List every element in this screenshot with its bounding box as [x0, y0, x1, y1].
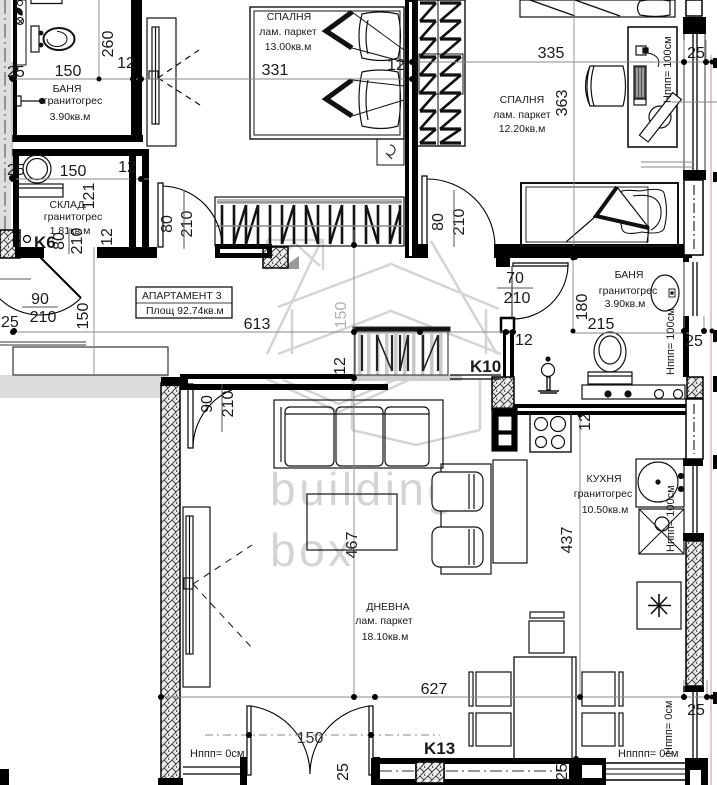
svg-text:12: 12	[118, 159, 136, 176]
svg-text:СПАЛНЯ: СПАЛНЯ	[500, 94, 544, 106]
svg-text:лам. паркет: лам. паркет	[493, 109, 551, 121]
svg-text:437: 437	[559, 527, 576, 554]
svg-text:Нппп= 100см: Нппп= 100см	[665, 485, 677, 552]
svg-text:АПАРТАМЕНТ 3: АПАРТАМЕНТ 3	[142, 290, 222, 302]
svg-text:СКЛАД: СКЛАД	[49, 199, 84, 211]
svg-text:613: 613	[244, 316, 271, 333]
svg-text:12: 12	[332, 357, 349, 375]
svg-text:210: 210	[30, 309, 57, 326]
svg-text:467: 467	[344, 532, 361, 559]
svg-text:Нппп= 100см: Нппп= 100см	[665, 308, 677, 375]
svg-text:150: 150	[297, 730, 324, 747]
svg-text:210: 210	[69, 228, 86, 255]
svg-text:Площ 92.74кв.м: Площ 92.74кв.м	[146, 305, 224, 317]
svg-text:335: 335	[538, 45, 565, 62]
svg-text:215: 215	[588, 316, 615, 333]
svg-text:331: 331	[262, 62, 289, 79]
svg-text:260: 260	[100, 31, 117, 58]
svg-text:25: 25	[687, 702, 705, 719]
svg-text:гранитогрес: гранитогрес	[599, 285, 657, 297]
svg-text:25: 25	[7, 64, 25, 81]
svg-text:25: 25	[335, 763, 352, 781]
svg-text:лам. паркет: лам. паркет	[355, 615, 413, 627]
svg-text:гранитогрес: гранитогрес	[574, 488, 632, 500]
svg-text:10.50кв.м: 10.50кв.м	[582, 504, 629, 516]
svg-text:Нппп= 0см: Нппп= 0см	[190, 748, 244, 760]
svg-text:12: 12	[515, 332, 533, 349]
svg-text:12: 12	[387, 57, 405, 74]
svg-text:150: 150	[333, 302, 350, 329]
svg-text:Нпппп= 0см: Нпппп= 0см	[618, 748, 678, 760]
svg-text:12.20кв.м: 12.20кв.м	[499, 123, 546, 135]
svg-text:121: 121	[81, 183, 98, 210]
svg-text:25: 25	[1, 314, 19, 331]
svg-text:70: 70	[506, 270, 524, 287]
svg-text:150: 150	[75, 303, 92, 330]
svg-text:Нппп= 0см: Нппп= 0см	[663, 701, 675, 755]
svg-text:Нппп= 100см: Нппп= 100см	[662, 36, 674, 103]
svg-text:210: 210	[220, 391, 237, 418]
svg-text:80: 80	[159, 215, 176, 233]
svg-text:627: 627	[421, 681, 448, 698]
svg-text:1.81кв.м: 1.81кв.м	[50, 225, 91, 237]
svg-text:210: 210	[451, 209, 468, 236]
svg-text:гранитогрес: гранитогрес	[44, 211, 102, 223]
svg-text:80: 80	[430, 213, 447, 231]
svg-text:25: 25	[7, 162, 25, 179]
svg-text:БАНЯ: БАНЯ	[615, 269, 644, 281]
svg-text:гранитогрес: гранитогрес	[44, 95, 102, 107]
svg-text:150: 150	[60, 163, 87, 180]
svg-text:СПАЛНЯ: СПАЛНЯ	[267, 11, 311, 23]
svg-text:25: 25	[554, 763, 571, 781]
svg-text:3.90кв.м: 3.90кв.м	[50, 111, 91, 123]
svg-text:25: 25	[687, 45, 705, 62]
svg-text:K13: K13	[424, 739, 455, 758]
svg-text:13.00кв.м: 13.00кв.м	[265, 41, 312, 53]
svg-text:150: 150	[55, 63, 82, 80]
svg-text:building: building	[270, 463, 457, 515]
svg-text:90: 90	[199, 395, 216, 413]
svg-text:90: 90	[31, 291, 49, 308]
svg-text:18.10кв.м: 18.10кв.м	[362, 631, 409, 643]
svg-text:3.90кв.м: 3.90кв.м	[605, 298, 646, 310]
svg-text:K10: K10	[470, 357, 501, 376]
svg-text:12: 12	[117, 55, 135, 72]
svg-text:25: 25	[685, 333, 703, 350]
svg-text:КУХНЯ: КУХНЯ	[586, 473, 621, 485]
svg-text:363: 363	[554, 90, 571, 117]
svg-text:210: 210	[179, 211, 196, 238]
svg-text:лам. паркет: лам. паркет	[259, 26, 317, 38]
svg-text:180: 180	[574, 294, 591, 321]
svg-text:210: 210	[504, 290, 531, 307]
svg-text:12: 12	[577, 413, 594, 431]
svg-text:БАНЯ: БАНЯ	[53, 83, 82, 95]
svg-text:12: 12	[99, 228, 116, 246]
svg-text:ДНЕВНА: ДНЕВНА	[366, 601, 409, 613]
svg-text:80: 80	[51, 232, 68, 250]
svg-text:K6: K6	[34, 233, 56, 252]
